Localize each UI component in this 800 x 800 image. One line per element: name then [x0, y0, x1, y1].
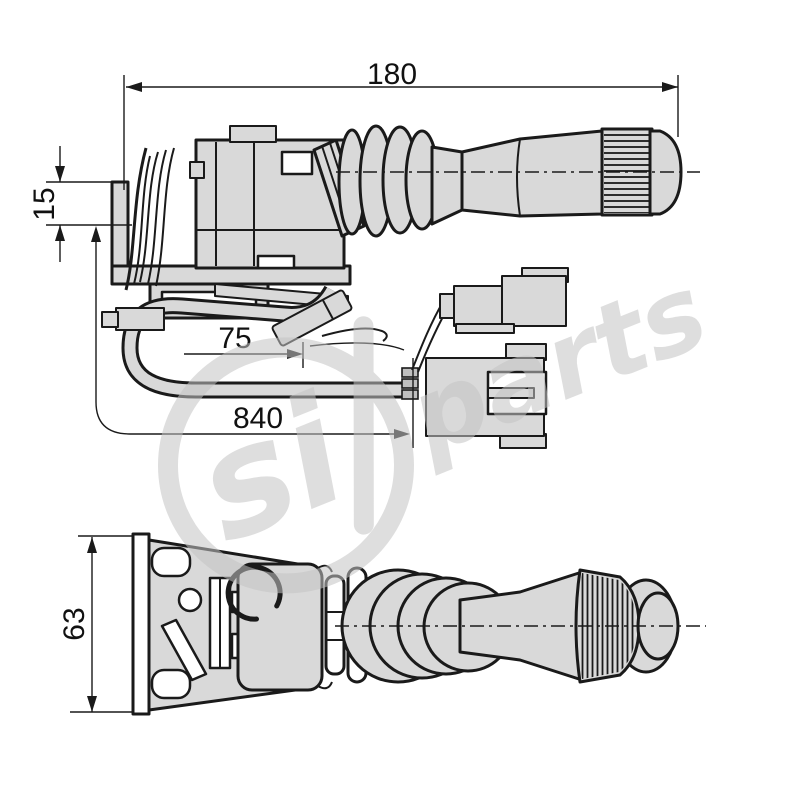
connectors [425, 267, 569, 449]
cable-clamp [115, 307, 165, 331]
stalk-grip [460, 129, 604, 218]
dim-label-overall-length: 180 [367, 58, 417, 91]
dimension-base-height: 63 [58, 535, 142, 713]
wire-terminal [401, 389, 419, 400]
clamp-bolt [101, 311, 119, 328]
watermark-ring [157, 337, 414, 594]
base-notch [150, 668, 192, 700]
switch-housing-top [236, 562, 324, 692]
wire-terminal [401, 378, 419, 389]
dim-label-harness-length: 840 [233, 402, 283, 435]
wire-loom [124, 147, 175, 291]
mechanism-lever [160, 618, 208, 682]
wiring-harness [101, 285, 450, 400]
dimension-harness-length: 840 [91, 226, 414, 448]
switch-body-top-tab [229, 125, 277, 143]
cable-clip [271, 289, 353, 347]
dim-label-bracket-offset: 15 [28, 187, 61, 220]
upper-connector [439, 267, 569, 334]
body-detail-window [280, 150, 314, 176]
watermark-slash [353, 316, 374, 535]
wire-terminal [401, 367, 419, 378]
stalk-shaft [430, 145, 464, 226]
mechanism-pivot [177, 587, 203, 613]
mounting-bracket-plate [110, 180, 130, 276]
side-view [110, 124, 700, 320]
grip-curve [516, 138, 521, 217]
clip-hook-wire [321, 327, 388, 342]
dim-label-base-height: 63 [58, 607, 91, 640]
switch-body-nub [189, 161, 205, 179]
rubber-bellows [337, 124, 440, 238]
dimension-bracket-offset: 15 [28, 146, 132, 262]
dimension-overall-length: 180 [123, 58, 679, 190]
lower-connector [425, 343, 548, 449]
base-notch [150, 546, 192, 578]
body-detail-notch [256, 254, 296, 270]
base-plate [131, 532, 151, 716]
housing-clip [317, 681, 333, 690]
